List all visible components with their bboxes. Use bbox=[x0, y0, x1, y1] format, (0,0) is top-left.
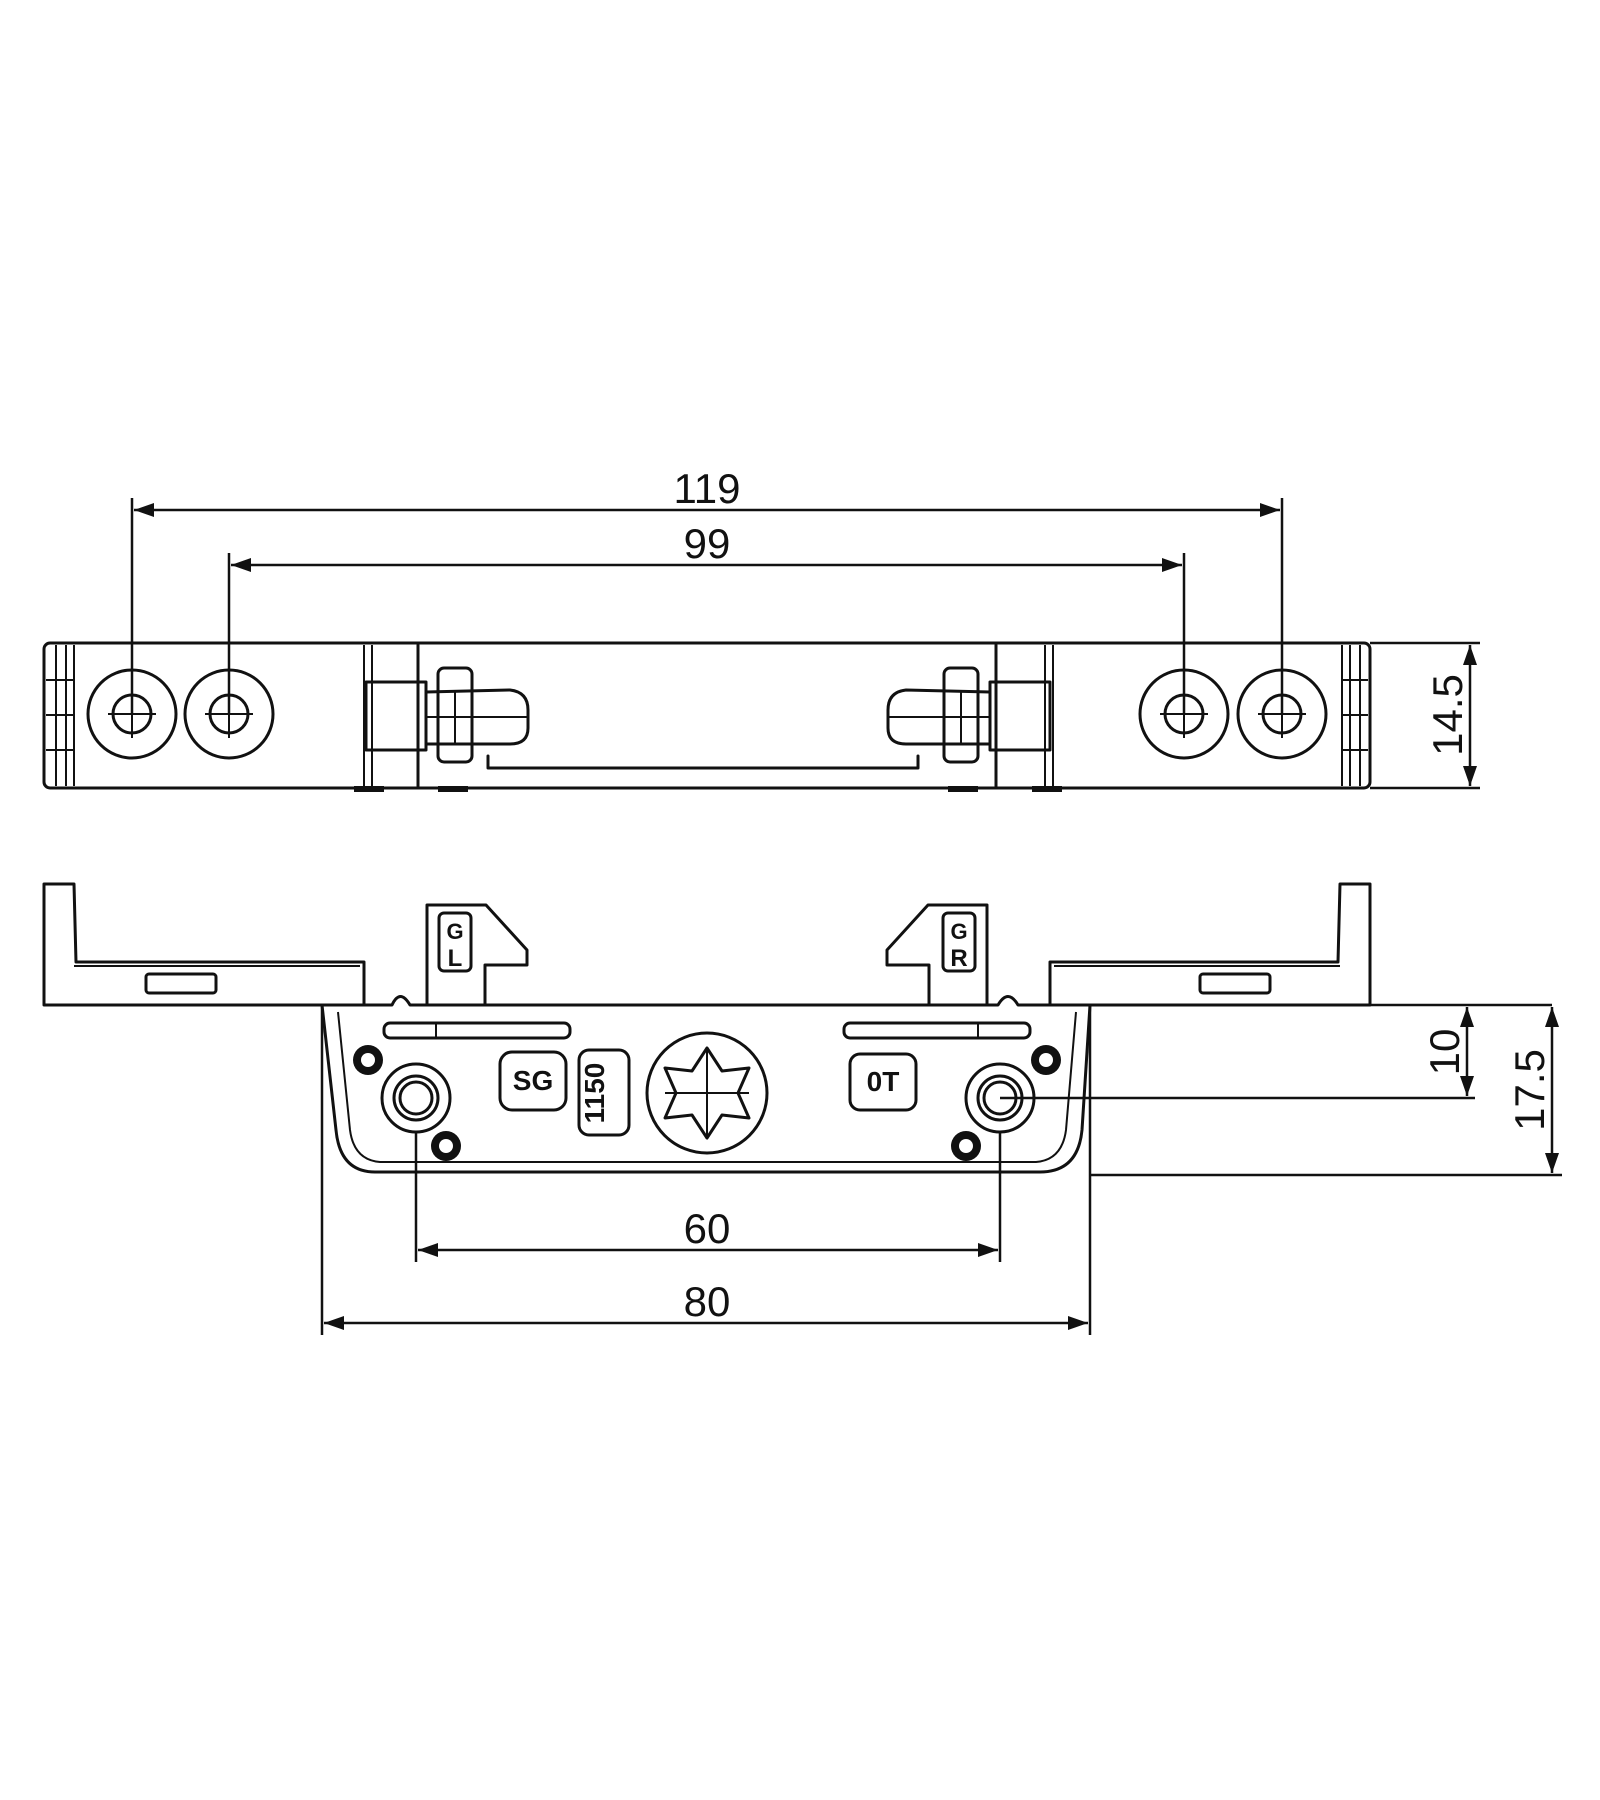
dim-99-label: 99 bbox=[684, 520, 731, 567]
keep-body bbox=[320, 995, 1092, 1174]
dim-60-label: 60 bbox=[684, 1205, 731, 1252]
right-logo: 0T bbox=[848, 1052, 918, 1112]
center-slot bbox=[363, 643, 1054, 788]
right-logo-text: 0T bbox=[867, 1066, 900, 1097]
dim-14-5-label: 14.5 bbox=[1424, 674, 1471, 756]
left-logo: SG bbox=[498, 1050, 568, 1112]
dim-80-label: 80 bbox=[684, 1278, 731, 1325]
dim-80: 80 bbox=[320, 1005, 1092, 1335]
dim-99: 99 bbox=[227, 520, 1186, 714]
fixing-hole-left bbox=[380, 1062, 452, 1134]
dim-14-5: 14.5 bbox=[1370, 641, 1480, 790]
dim-17-5-label: 17.5 bbox=[1506, 1049, 1553, 1131]
left-tab-mark-top: G bbox=[446, 919, 463, 944]
right-bracket bbox=[1048, 882, 1372, 1007]
bottom-feet bbox=[354, 786, 1062, 792]
left-top-slot bbox=[382, 1021, 572, 1040]
right-tab-mark-bottom: R bbox=[950, 945, 967, 972]
spindle-follower bbox=[645, 1031, 769, 1155]
model-number-text: 1150 bbox=[579, 1063, 610, 1124]
rivets bbox=[353, 1045, 1061, 1161]
right-tab-mark-top: G bbox=[950, 919, 967, 944]
right-bracket-slot bbox=[1198, 972, 1272, 995]
left-end-cap bbox=[46, 645, 75, 786]
left-bracket bbox=[42, 882, 366, 1007]
dim-10-label: 10 bbox=[1421, 1029, 1468, 1076]
left-bracket-slot bbox=[144, 972, 218, 995]
left-tab-mark-bottom: L bbox=[448, 945, 463, 972]
right-end-cap bbox=[1341, 645, 1368, 786]
left-keep-tab: G L bbox=[425, 903, 529, 1007]
dim-10: 10 bbox=[1000, 1003, 1552, 1100]
dim-119-label: 119 bbox=[674, 465, 741, 512]
left-latch bbox=[364, 666, 530, 764]
top-view-bar bbox=[42, 641, 1372, 790]
dim-60: 60 bbox=[414, 1132, 1002, 1262]
right-latch bbox=[886, 666, 1052, 764]
top-view bbox=[42, 641, 1372, 792]
model-number-badge: 1150 bbox=[577, 1048, 631, 1137]
left-logo-text: SG bbox=[513, 1065, 553, 1096]
dim-17-5: 17.5 bbox=[1090, 1007, 1562, 1177]
right-keep-tab: G R bbox=[885, 903, 989, 1007]
dim-119: 119 bbox=[130, 465, 1284, 714]
right-top-slot bbox=[842, 1021, 1032, 1040]
front-view: G L G R bbox=[42, 882, 1372, 1174]
